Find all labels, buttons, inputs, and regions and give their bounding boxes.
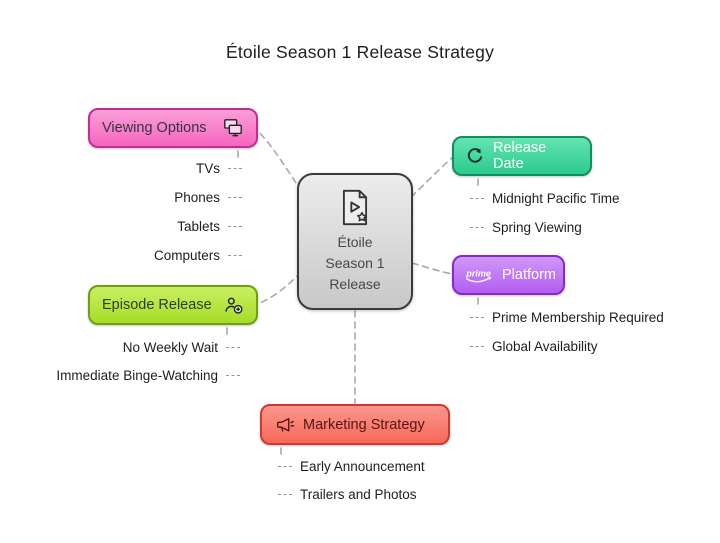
list-item-early-announcement: Early Announcement: [278, 456, 425, 476]
dash-tick: [278, 493, 292, 495]
connector-center-viewing: [257, 130, 303, 193]
list-item-midnight-pacific: Midnight Pacific Time: [470, 188, 620, 208]
megaphone-icon: [275, 415, 295, 435]
devices-icon: [222, 118, 244, 138]
branch-label-platform: Platform: [502, 267, 556, 283]
central-node-label-line2: Season 1: [325, 255, 385, 271]
branch-node-platform: prime Platform: [452, 255, 565, 295]
branch-node-marketing-strategy: Marketing Strategy: [260, 404, 450, 445]
branch-label-marketing-strategy: Marketing Strategy: [303, 416, 425, 433]
item-label: Prime Membership Required: [492, 309, 664, 325]
item-label: Computers: [153, 247, 220, 263]
branch-node-episode-release: Episode Release: [88, 285, 258, 325]
branch-node-release-date: Release Date: [452, 136, 592, 176]
dash-tick: [226, 346, 240, 348]
dash-tick: [228, 196, 242, 198]
list-item-computers: Computers: [154, 245, 242, 265]
diagram-title: Étoile Season 1 Release Strategy: [225, 42, 495, 62]
item-label: Tablets: [177, 218, 220, 234]
central-node-label-line1: Étoile: [337, 234, 373, 250]
list-item-tablets: Tablets: [177, 216, 242, 236]
item-label: TVs: [195, 160, 220, 176]
user-add-icon: [223, 295, 244, 316]
list-item-global-availability: Global Availability: [470, 336, 598, 356]
dash-tick: [470, 226, 484, 228]
item-label: Midnight Pacific Time: [492, 190, 620, 206]
item-label: Trailers and Photos: [300, 486, 417, 502]
connector-center-release-date: [410, 157, 453, 198]
list-item-spring-viewing: Spring Viewing: [470, 217, 582, 237]
item-label: Early Announcement: [300, 458, 425, 474]
list-item-immediate-binge: Immediate Binge-Watching: [56, 365, 240, 385]
item-label: Spring Viewing: [492, 219, 582, 235]
branch-label-viewing-options: Viewing Options: [102, 120, 207, 136]
list-item-prime-membership: Prime Membership Required: [470, 307, 664, 327]
list-item-tvs: TVs: [196, 158, 242, 178]
dash-tick: [228, 225, 242, 227]
list-item-no-weekly-wait: No Weekly Wait: [123, 337, 240, 357]
item-label: No Weekly Wait: [122, 339, 218, 355]
central-node-label-line3: Release: [329, 276, 381, 292]
dash-tick: [470, 197, 484, 199]
history-clock-icon: [465, 146, 485, 166]
list-item-trailers-photos: Trailers and Photos: [278, 484, 417, 504]
item-label: Global Availability: [492, 338, 598, 354]
branch-node-viewing-options: Viewing Options: [88, 108, 258, 148]
dash-tick: [228, 167, 242, 169]
dash-tick: [470, 345, 484, 347]
connector-center-platform: [411, 262, 453, 275]
list-item-phones: Phones: [174, 187, 242, 207]
document-play-star-icon: [339, 189, 371, 226]
connector-center-episode: [257, 271, 302, 305]
item-label: Phones: [174, 189, 220, 205]
prime-logo-text: prime: [465, 268, 491, 278]
prime-logo-icon: prime: [463, 266, 496, 285]
dash-tick: [226, 374, 240, 376]
dash-tick: [470, 316, 484, 318]
dash-tick: [278, 465, 292, 467]
branch-label-release-date: Release Date: [493, 140, 547, 172]
item-label: Immediate Binge-Watching: [56, 367, 218, 383]
central-node: Étoile Season 1 Release: [297, 173, 413, 310]
dash-tick: [228, 254, 242, 256]
branch-label-episode-release: Episode Release: [102, 297, 212, 313]
